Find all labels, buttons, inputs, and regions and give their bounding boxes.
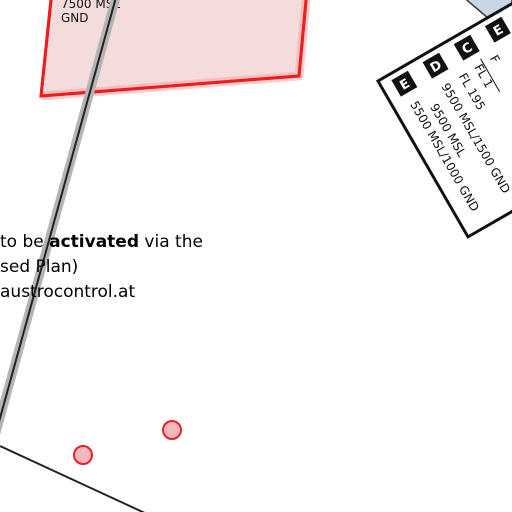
restricted-area-left-border xyxy=(39,0,53,97)
boundary-line xyxy=(0,445,146,512)
route-line xyxy=(0,0,117,422)
activation-note-line-3: austrocontrol.at xyxy=(0,282,135,302)
activation-note-line-2: sed Plan) xyxy=(0,257,78,277)
activation-note-line-1: to be activated via the xyxy=(0,232,203,252)
waypoint-marker[interactable] xyxy=(162,420,182,440)
zone-upper-limit: 7500 MSL xyxy=(61,0,120,11)
airspace-class-table[interactable]: E D C E 4 5500 MSL/1000 GND 9500 MSL 950… xyxy=(375,0,512,239)
class-badge xyxy=(391,70,418,97)
class-badge xyxy=(453,34,480,61)
class-badge xyxy=(422,52,449,79)
restricted-area-border xyxy=(40,0,308,98)
class-badge xyxy=(484,16,511,43)
zone-lower-limit: GND xyxy=(61,11,89,25)
waypoint-marker[interactable] xyxy=(73,445,93,465)
table-frame xyxy=(375,0,512,239)
table-divider xyxy=(480,58,501,92)
